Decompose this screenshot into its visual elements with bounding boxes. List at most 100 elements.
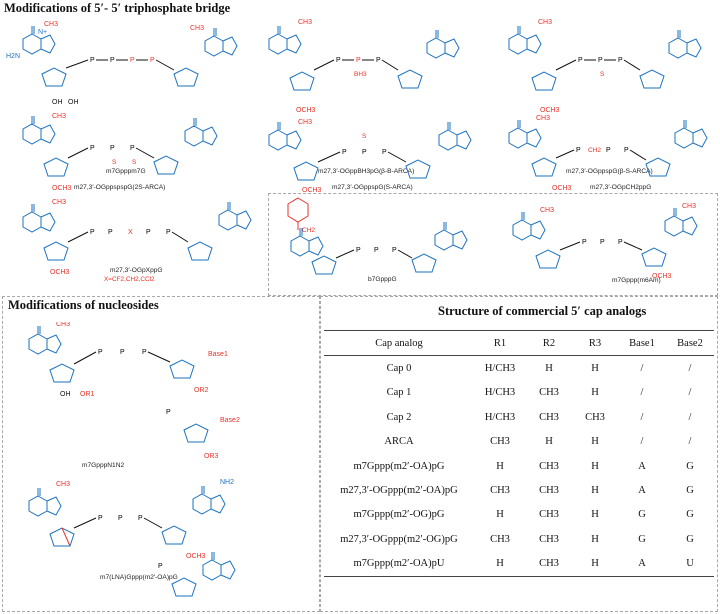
phosphate-label: P — [618, 239, 623, 246]
phosphate-label: P — [362, 149, 367, 156]
och3-label: OCH3 — [50, 269, 70, 276]
col-header: Cap analog — [375, 337, 423, 349]
table-cell: CH3 — [539, 460, 559, 472]
phosphate-label: P — [120, 349, 125, 356]
cap-analog-cell: ARCA — [384, 436, 414, 448]
phosphate-label: P — [600, 239, 605, 246]
table-cell: H — [496, 509, 504, 521]
table-cell: CH3 — [585, 411, 605, 423]
nucleosides-section-title: Modifications of nucleosides — [8, 298, 159, 312]
structure-lna: CH3 P P P NH2 OCH3 P — [28, 479, 236, 597]
sulfur-label: S — [362, 133, 367, 140]
table-cell: CH3 — [539, 558, 559, 570]
phosphate-label: P — [98, 349, 103, 356]
cap-analog-cell: Cap 0 — [386, 363, 412, 375]
col-header: R2 — [542, 337, 556, 349]
phosphate-label: P — [578, 57, 583, 64]
oh-label: OH — [60, 391, 71, 398]
ch3-label: CH3 — [44, 21, 58, 28]
table-cell: / — [688, 387, 692, 399]
ch3-label: CH3 — [56, 481, 70, 488]
phosphate-label: P — [576, 147, 581, 154]
table-cell: H — [591, 436, 599, 448]
table-cell: / — [640, 387, 644, 399]
caption-beta-b-arca: m27,3′-OGppBH3pG(β-B-ARCA) — [318, 168, 415, 175]
caption-beta-s-arca: m27,3′-OGppspG(β-S-ARCA) — [566, 168, 653, 175]
ch2-label: CH2 — [302, 227, 315, 234]
cap-analog-cell: m7Gppp(m2′-OA)pG — [353, 460, 445, 472]
sulfur-label: S — [112, 159, 117, 166]
table-cell: / — [688, 363, 692, 375]
phosphate-label: P — [150, 57, 155, 64]
table-cell: G — [686, 485, 694, 497]
b7-box — [268, 193, 718, 296]
caption-gpch2ppg: m27,3′-OGpCH2ppG — [590, 184, 652, 191]
table-cell: G — [686, 509, 694, 521]
table-cell: / — [688, 436, 692, 448]
or2-label: OR2 — [194, 387, 209, 394]
phosphate-label: P — [118, 515, 123, 522]
nucleosides-box — [2, 296, 320, 612]
col-header: R3 — [588, 337, 602, 349]
structure-s-arca: CH3 OCH3 P P S P — [268, 119, 472, 192]
phosphate-label: P — [376, 57, 381, 64]
ch3-label: CH3 — [682, 203, 696, 210]
ch2-label: CH2 — [588, 147, 601, 154]
phosphate-label: P — [166, 409, 171, 416]
col-header: Base2 — [677, 337, 703, 349]
table-cell: H — [591, 509, 599, 521]
x-label: X — [128, 229, 133, 236]
ch3-label: CH3 — [298, 19, 312, 26]
phosphate-label: P — [374, 247, 379, 254]
phosphate-label: P — [130, 57, 135, 64]
ch3-label: CH3 — [540, 207, 554, 214]
table-cell: H — [545, 363, 553, 375]
table-cell: H — [591, 460, 599, 472]
cap-analog-cell: Cap 1 — [386, 387, 412, 399]
phosphate-label: P — [130, 145, 135, 152]
nh2-label: NH2 — [220, 479, 234, 486]
table-cell: A — [638, 558, 646, 570]
cap-analog-cell: m27,3′-OGppp(m2′-OG)pG — [340, 533, 458, 545]
nplus-label: N+ — [38, 29, 47, 36]
ch3-label: CH3 — [56, 322, 70, 328]
table-cell: CH3 — [539, 533, 559, 545]
col-header: R1 — [493, 337, 507, 349]
base1-label: Base1 — [208, 351, 228, 358]
table-box — [320, 296, 718, 612]
table-cell: / — [640, 411, 644, 423]
table-cell: H — [591, 387, 599, 399]
caption-s-arca: m27,3′-OGppspG(S-ARCA) — [332, 184, 413, 191]
structure-beta-s-arca: CH3 OCH3 P P S P — [508, 19, 702, 114]
phosphate-label: P — [110, 145, 115, 152]
table-cell: / — [640, 436, 644, 448]
phosphate-label: P — [146, 229, 151, 236]
phosphate-label: P — [356, 247, 361, 254]
caption-m7gpppn1n2: m7GpppN1N2 — [82, 462, 125, 469]
table-cell: H/CH3 — [484, 363, 516, 375]
ch3-label: CH3 — [538, 19, 552, 26]
table-cell: G — [638, 509, 646, 521]
phosphate-label: P — [382, 149, 387, 156]
table-cell: H — [591, 485, 599, 497]
phosphate-label: P — [598, 57, 603, 64]
structure-2s-arca: CH3 OCH3 P P P S S — [22, 113, 218, 192]
table-cell: CH3 — [539, 485, 559, 497]
phosphate-label: P — [336, 57, 341, 64]
structure-beta-b-arca: CH3 OCH3 P P BH3 P — [268, 19, 460, 114]
table-cell: H — [545, 436, 553, 448]
structure-m6am: CH3 P P P CH3 OCH3 — [512, 203, 698, 280]
caption-m6am: m7Gppp(m6Am) — [612, 277, 661, 284]
och3-label: OCH3 — [296, 107, 316, 114]
cap-analog-cell: m27,3′-OGppp(m2′-OA)pG — [340, 485, 458, 497]
or3-label: OR3 — [204, 453, 219, 460]
table-cell: / — [640, 363, 644, 375]
caption-2s-arca: m27,3′-OGppspspG(2S-ARCA) — [74, 184, 166, 191]
